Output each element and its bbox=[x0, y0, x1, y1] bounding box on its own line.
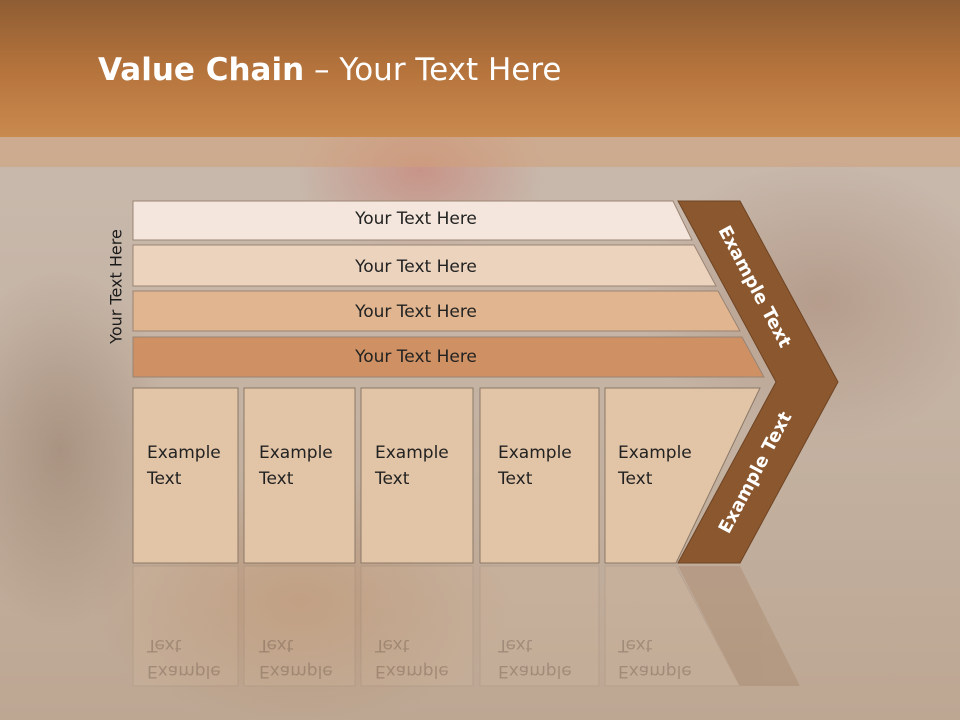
row-label-2: Your Text Here bbox=[355, 257, 477, 277]
title-bold: Value Chain bbox=[98, 52, 305, 88]
slide-title: Value Chain – Your Text Here bbox=[98, 52, 561, 88]
chevron-arrow[interactable] bbox=[677, 200, 839, 564]
activity-box-2[interactable] bbox=[243, 387, 356, 564]
row-label-4: Your Text Here bbox=[355, 347, 477, 367]
diagram-reflection bbox=[132, 565, 800, 687]
row-bar-1[interactable] bbox=[132, 200, 693, 241]
activity-box-4[interactable] bbox=[479, 387, 600, 564]
title-bar-band bbox=[0, 137, 960, 167]
row-label-3: Your Text Here bbox=[355, 302, 477, 322]
row-label-1: Your Text Here bbox=[355, 209, 477, 229]
row-bar-4[interactable] bbox=[132, 336, 765, 378]
row-bar-2[interactable] bbox=[132, 244, 717, 287]
title-bar bbox=[0, 0, 960, 137]
row-bar-3[interactable] bbox=[132, 290, 741, 332]
activity-box-5[interactable] bbox=[604, 387, 761, 564]
activity-box-1[interactable] bbox=[132, 387, 239, 564]
title-rest: – Your Text Here bbox=[304, 52, 562, 88]
activity-box-3[interactable] bbox=[360, 387, 474, 564]
